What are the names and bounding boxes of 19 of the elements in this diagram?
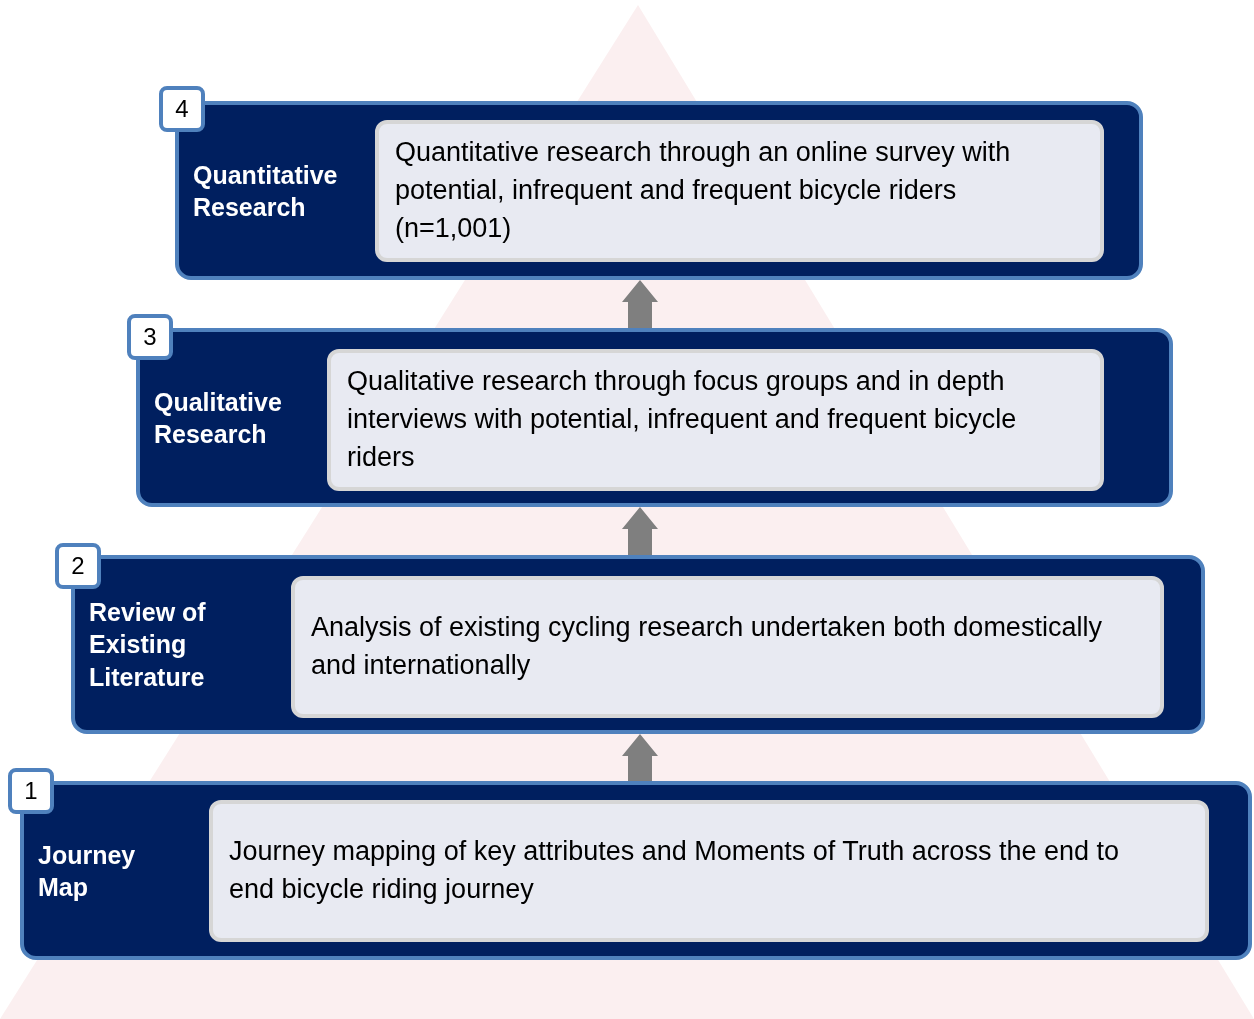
step-number-box: 3 bbox=[127, 314, 173, 360]
stage-band bbox=[175, 101, 1143, 280]
step-number-box: 1 bbox=[8, 768, 54, 814]
block-arrow bbox=[622, 734, 658, 781]
description-box: Quantitative research through an online survey with potential, infrequent and frequent bicycle riders (n=1,001) bbox=[375, 120, 1104, 262]
block-arrow bbox=[622, 507, 658, 555]
stage-band bbox=[20, 781, 1252, 960]
description-box: Qualitative research through focus groups and in depth interviews with potential, infrequent and frequent bicycle riders bbox=[327, 349, 1104, 491]
stage-heading: Qualitative Research bbox=[154, 386, 283, 450]
step-number-box: 4 bbox=[159, 86, 205, 132]
stage-heading: Journey Map bbox=[38, 839, 137, 903]
description-box: Analysis of existing cycling research undertaken both domestically and internationally bbox=[291, 576, 1164, 718]
stage-heading: Quantitative Research bbox=[193, 159, 339, 223]
block-arrow bbox=[622, 280, 658, 328]
step-number-box: 2 bbox=[55, 543, 101, 589]
description-box: Journey mapping of key attributes and Moments of Truth across the end to end bicycle riding journey bbox=[209, 800, 1209, 942]
stage-band bbox=[136, 328, 1173, 507]
stage-band bbox=[71, 555, 1205, 734]
stage-heading: Review of Existing Literature bbox=[89, 596, 207, 693]
